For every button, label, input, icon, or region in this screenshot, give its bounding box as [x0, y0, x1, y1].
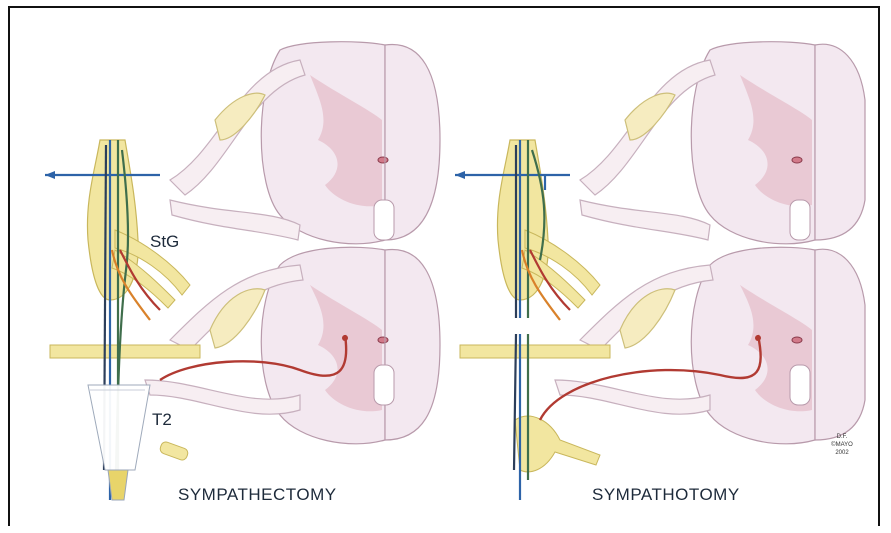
right-panel: SYMPATHOTOMY [455, 42, 865, 504]
copyright-mayo: ©MAYO [831, 441, 853, 448]
left-clip-applier [88, 385, 150, 500]
right-spinal-cord-upper [691, 42, 865, 244]
left-panel: StG T2 SYMPATHECTOMY [45, 42, 440, 504]
copyright-year: 2002 [835, 450, 849, 456]
right-sympathetic-chain [460, 140, 610, 472]
label-stellate-ganglion: StG [150, 232, 179, 251]
label-t2-ganglion: T2 [152, 410, 172, 429]
cut-gap [488, 318, 578, 334]
right-spinal-cord-lower [691, 247, 865, 444]
right-nerve-roots [555, 60, 715, 414]
caption-sympathectomy: SYMPATHECTOMY [178, 485, 337, 504]
caption-sympathotomy: SYMPATHOTOMY [592, 485, 740, 504]
copyright-initials: D.F. [837, 434, 848, 440]
